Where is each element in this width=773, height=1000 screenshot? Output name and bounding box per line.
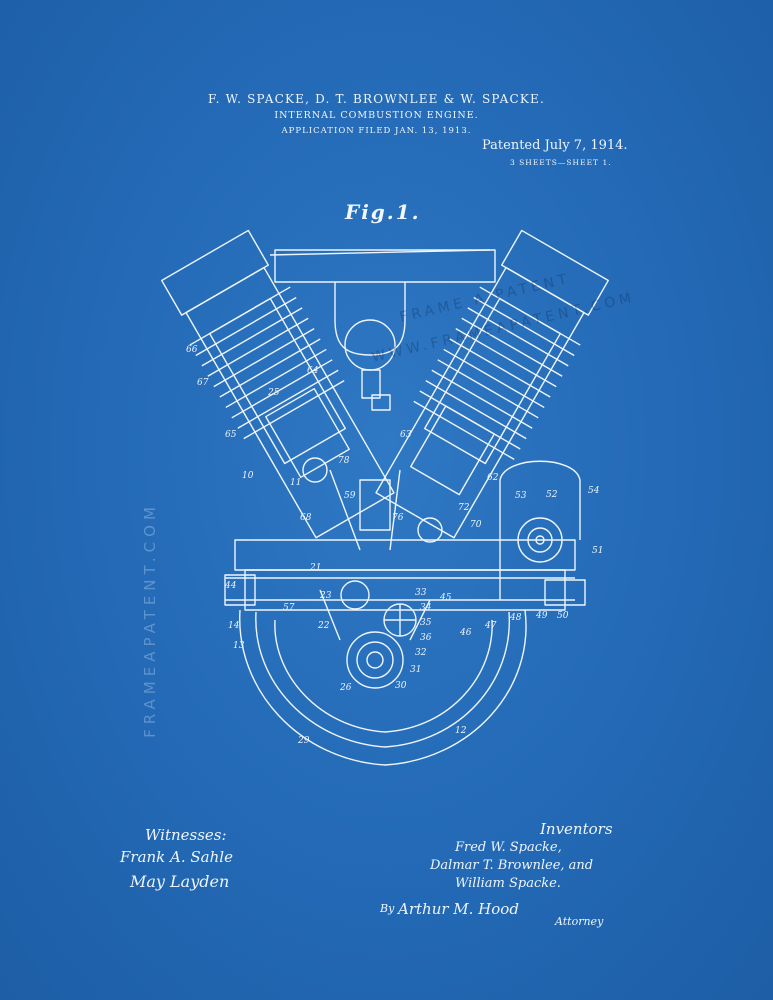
svg-text:32: 32 (415, 648, 427, 658)
svg-text:10: 10 (242, 471, 254, 481)
svg-text:52: 52 (546, 490, 558, 500)
svg-text:11: 11 (290, 478, 301, 488)
svg-text:44: 44 (224, 581, 237, 591)
svg-text:78: 78 (338, 456, 350, 466)
svg-text:13: 13 (233, 641, 245, 651)
crankshaft (319, 580, 431, 689)
svg-text:29: 29 (297, 736, 310, 746)
inventor-signature-2: Dalmar T. Brownlee, and (430, 858, 594, 873)
svg-text:22: 22 (317, 621, 330, 631)
patent-inventors-header: F. W. SPACKE, D. T. BROWNLEE & W. SPACKE… (207, 92, 545, 106)
main-shaft (224, 539, 586, 611)
reference-numerals: 66 67 65 10 25 64 63 78 59 11 68 62 53 5… (186, 345, 603, 746)
inventor-signature-3: William Spacke. (455, 876, 561, 891)
svg-text:34: 34 (420, 603, 432, 613)
svg-text:65: 65 (225, 430, 237, 440)
valve-gear (302, 457, 443, 551)
svg-text:63: 63 (400, 430, 412, 440)
svg-text:33: 33 (415, 588, 427, 598)
svg-text:66: 66 (186, 345, 198, 355)
by-label: By (380, 902, 395, 915)
svg-text:76: 76 (392, 513, 404, 523)
svg-text:49: 49 (535, 611, 548, 621)
witnesses-label: Witnesses: (145, 826, 227, 844)
svg-text:62: 62 (487, 473, 499, 483)
right-cylinder (375, 229, 610, 539)
left-cylinder (160, 229, 395, 539)
patent-title: INTERNAL COMBUSTION ENGINE. (274, 110, 479, 121)
inventor-signature-1: Fred W. Spacke, (455, 840, 562, 855)
intake-manifold (269, 249, 496, 411)
witness-signature-2: May Layden (130, 872, 230, 891)
svg-text:72: 72 (458, 503, 470, 513)
timing-gear-housing (499, 460, 581, 600)
svg-text:30: 30 (395, 681, 407, 691)
crankcase (239, 609, 527, 766)
figure-label: Fig.1. (345, 200, 421, 224)
right-gear (383, 603, 417, 637)
svg-text:51: 51 (592, 546, 603, 556)
svg-text:35: 35 (420, 618, 432, 628)
svg-text:36: 36 (420, 633, 432, 643)
svg-text:54: 54 (588, 486, 600, 496)
svg-text:68: 68 (300, 513, 312, 523)
svg-text:23: 23 (319, 591, 332, 601)
svg-text:67: 67 (197, 378, 209, 388)
svg-text:46: 46 (459, 628, 472, 638)
attorney-signature: Arthur M. Hood (398, 900, 519, 918)
svg-text:31: 31 (410, 665, 421, 675)
svg-text:48: 48 (509, 613, 522, 623)
svg-text:12: 12 (455, 726, 467, 736)
svg-text:25: 25 (267, 388, 280, 398)
application-filed-date: APPLICATION FILED JAN. 13, 1913. (281, 126, 472, 136)
attorney-label: Attorney (555, 915, 604, 928)
svg-text:50: 50 (557, 611, 569, 621)
svg-text:14: 14 (228, 621, 240, 631)
svg-text:70: 70 (470, 520, 482, 530)
svg-text:21: 21 (309, 563, 321, 573)
patented-date: Patented July 7, 1914. (482, 138, 628, 153)
svg-text:47: 47 (484, 621, 497, 631)
sheet-count: 3 SHEETS—SHEET 1. (510, 158, 612, 167)
svg-text:45: 45 (439, 593, 452, 603)
witness-signature-1: Frank A. Sahle (120, 848, 233, 866)
svg-text:26: 26 (339, 683, 352, 693)
svg-text:57: 57 (283, 603, 295, 613)
svg-text:59: 59 (344, 491, 356, 501)
inventors-label: Inventors (540, 820, 613, 838)
svg-text:53: 53 (515, 491, 527, 501)
svg-text:64: 64 (307, 366, 319, 376)
